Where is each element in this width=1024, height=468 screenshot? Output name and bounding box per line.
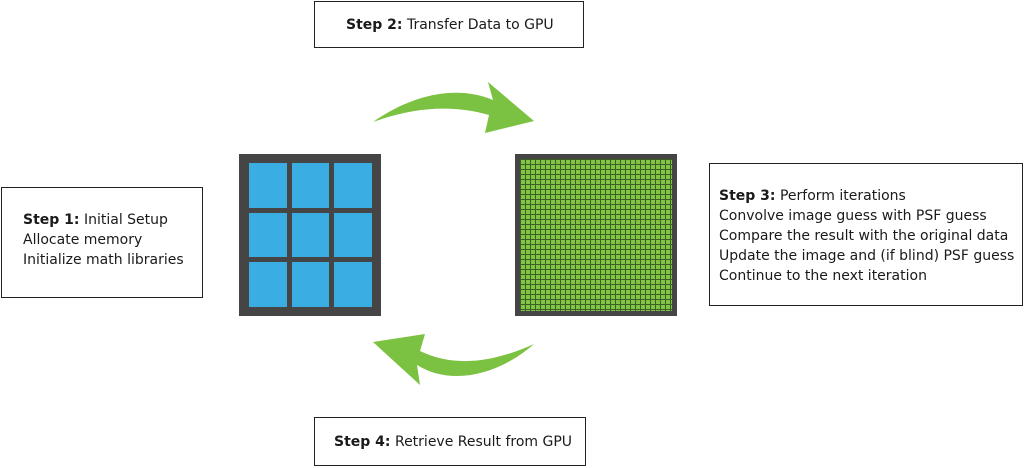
step-1-box: Step 1: Initial Setup Allocate memory In… <box>1 187 203 298</box>
step-3-line: Continue to the next iteration <box>719 268 927 284</box>
curved-arrow-left-icon <box>373 334 534 385</box>
gpu-chip-icon <box>515 154 677 316</box>
step-3-box: Step 3: Perform iterations Convolve imag… <box>709 163 1023 306</box>
cpu-core <box>291 262 330 307</box>
curved-arrow-right-icon <box>373 82 534 133</box>
step-3-line: Compare the result with the original dat… <box>719 228 1009 244</box>
step-4-heading: Step 4: <box>334 434 391 450</box>
cpu-chip-icon <box>239 154 381 316</box>
step-2-box: Step 2: Transfer Data to GPU <box>314 1 584 48</box>
cpu-core <box>334 262 372 307</box>
cpu-core <box>249 163 287 208</box>
step-1-line: Allocate memory <box>23 232 143 248</box>
cpu-core <box>249 212 287 258</box>
step-2-heading: Step 2: <box>346 17 403 33</box>
cpu-core <box>249 262 287 307</box>
cpu-core <box>291 163 330 208</box>
step-3-line: Convolve image guess with PSF guess <box>719 208 987 224</box>
step-4-title: Retrieve Result from GPU <box>394 434 573 450</box>
step-4-box: Step 4: Retrieve Result from GPU <box>314 417 586 466</box>
cpu-core <box>334 212 372 258</box>
step-3-heading: Step 3: <box>719 188 776 204</box>
cpu-core <box>334 163 372 208</box>
step-1-heading: Step 1: <box>23 212 80 228</box>
cpu-core <box>291 212 330 258</box>
step-1-title: Initial Setup <box>83 212 168 228</box>
step-1-line: Initialize math libraries <box>23 252 184 268</box>
step-3-title: Perform iterations <box>779 188 906 204</box>
gpu-core-grid <box>520 159 672 311</box>
step-3-line: Update the image and (if blind) PSF gues… <box>719 248 1015 264</box>
step-2-title: Transfer Data to GPU <box>406 17 554 33</box>
